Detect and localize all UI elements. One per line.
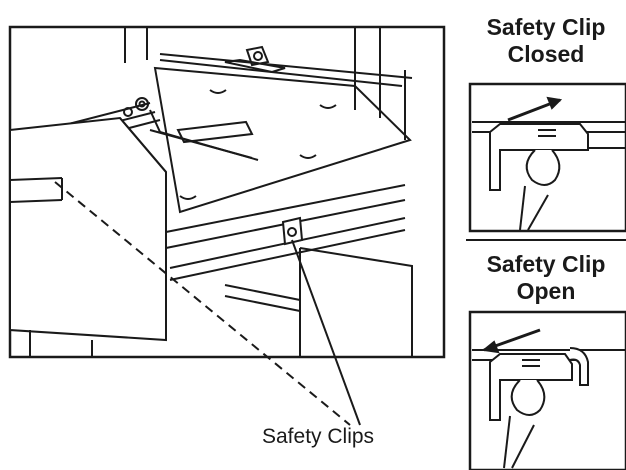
inset-frame-closed xyxy=(468,82,626,233)
inset-frame-open xyxy=(468,310,626,470)
drawer-slot xyxy=(176,120,254,144)
clip-hook xyxy=(510,379,546,416)
right-safety-clip xyxy=(281,216,304,246)
drawer-front-edge xyxy=(9,177,63,181)
clip-slot xyxy=(522,359,540,367)
callout-dashed-leader xyxy=(54,181,351,426)
rail-end-hook xyxy=(569,347,589,386)
safety-clips-label: Safety Clips xyxy=(262,425,375,448)
inset-title-open: Safety Clip Open xyxy=(466,251,626,305)
drawer-scallop xyxy=(299,154,317,159)
clip-arm xyxy=(511,424,535,469)
slide-bolt xyxy=(253,51,263,61)
drawer-front-panel xyxy=(9,116,167,342)
back-rail xyxy=(159,53,413,79)
callout-leader xyxy=(291,239,361,426)
drawer-front-edge xyxy=(9,199,63,203)
right-slide-rail xyxy=(169,229,406,281)
drawer-box-top xyxy=(153,66,412,214)
clip-slot xyxy=(538,129,556,137)
lower-drawer-front xyxy=(299,247,413,358)
inset-title-line: Closed xyxy=(507,41,585,67)
arrow-head xyxy=(481,340,500,354)
inset-title-line: Open xyxy=(516,278,576,304)
clip-body xyxy=(489,123,589,191)
inset-title-line: Safety Clip xyxy=(486,14,606,40)
clip-arm xyxy=(503,415,511,469)
inset-title-line: Safety Clip xyxy=(486,251,606,277)
back-slide xyxy=(224,58,286,74)
slide-bolt xyxy=(123,107,133,117)
slide-bolt xyxy=(135,97,149,111)
back-rail xyxy=(159,59,403,87)
back-slide-bracket xyxy=(245,45,270,67)
drawer-scallop xyxy=(319,104,337,109)
clip-body xyxy=(489,353,573,421)
clip-hook xyxy=(525,149,561,186)
drawer-illustration xyxy=(8,25,446,426)
lower-drawer-slot xyxy=(224,295,301,312)
clip-pivot xyxy=(287,227,297,237)
inset-title-closed: Safety Clip Closed xyxy=(466,14,626,68)
drawer-box-inner xyxy=(149,129,253,159)
clip-arm xyxy=(519,185,526,231)
drawer-front-edge xyxy=(119,117,167,173)
drawer-scallop xyxy=(179,195,197,200)
slide-bolt xyxy=(138,100,146,108)
inset-clip-open xyxy=(468,310,626,470)
arrow-head xyxy=(546,96,563,110)
clip-arm xyxy=(527,194,549,231)
drawer-scallop xyxy=(209,89,227,94)
lower-drawer-slot xyxy=(224,284,301,301)
right-slide-rail xyxy=(165,184,406,233)
inset-clip-closed xyxy=(468,82,626,233)
